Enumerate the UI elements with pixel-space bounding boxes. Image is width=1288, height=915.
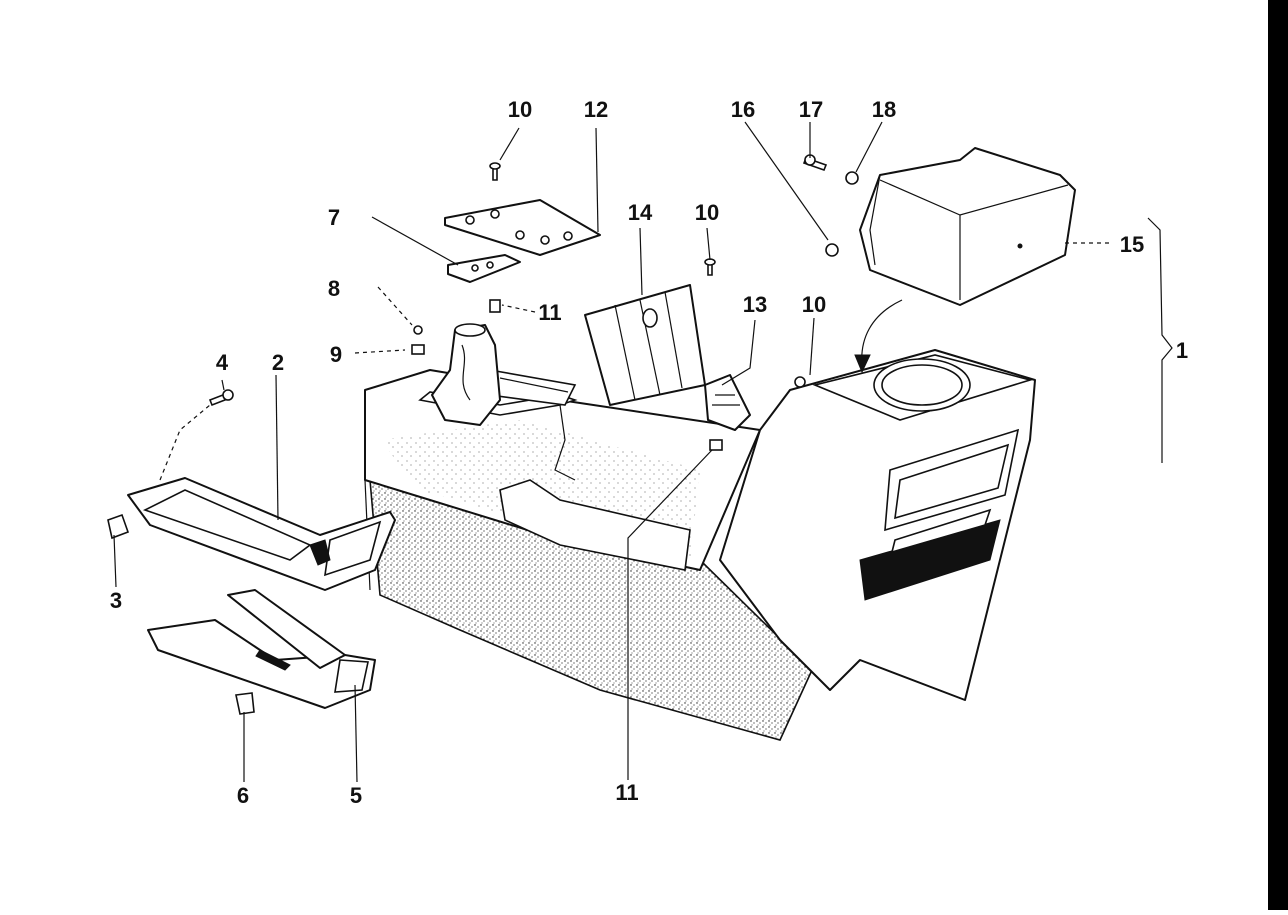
callout-15: 15 (1120, 232, 1144, 257)
callout-10-right: 10 (802, 292, 826, 317)
leader-lines (113, 121, 1173, 783)
callout-11-lower: 11 (615, 780, 638, 805)
callout-18: 18 (872, 97, 896, 122)
callout-12: 12 (584, 97, 608, 122)
callout-16: 16 (731, 97, 755, 122)
callout-8: 8 (328, 276, 340, 301)
hinge (704, 374, 751, 431)
callout-5: 5 (350, 783, 362, 808)
mounting-plate (444, 199, 601, 256)
callouts: 1 2 3 4 5 6 7 8 9 10 10 10 11 11 12 13 1… (110, 97, 1188, 808)
callout-10-mid: 10 (695, 200, 719, 225)
callout-7: 7 (328, 205, 340, 230)
bracket (447, 254, 521, 283)
side-tray-lower (147, 589, 376, 709)
callout-11-upper: 11 (538, 300, 561, 325)
center-console (364, 349, 1036, 741)
callout-3: 3 (110, 588, 122, 613)
side-tray-upper (127, 477, 396, 591)
callout-2: 2 (272, 350, 284, 375)
callout-4: 4 (216, 350, 229, 375)
fasteners (107, 154, 859, 715)
shift-boot (431, 323, 501, 426)
callout-10-top: 10 (508, 97, 532, 122)
callout-9: 9 (330, 342, 342, 367)
scan-border (1268, 0, 1288, 910)
callout-17: 17 (799, 97, 823, 122)
storage-box-lid (859, 147, 1076, 306)
callout-6: 6 (237, 783, 249, 808)
callout-14: 14 (628, 200, 653, 225)
callout-13: 13 (743, 292, 767, 317)
cover-plate (584, 284, 706, 406)
callout-1: 1 (1176, 338, 1188, 363)
